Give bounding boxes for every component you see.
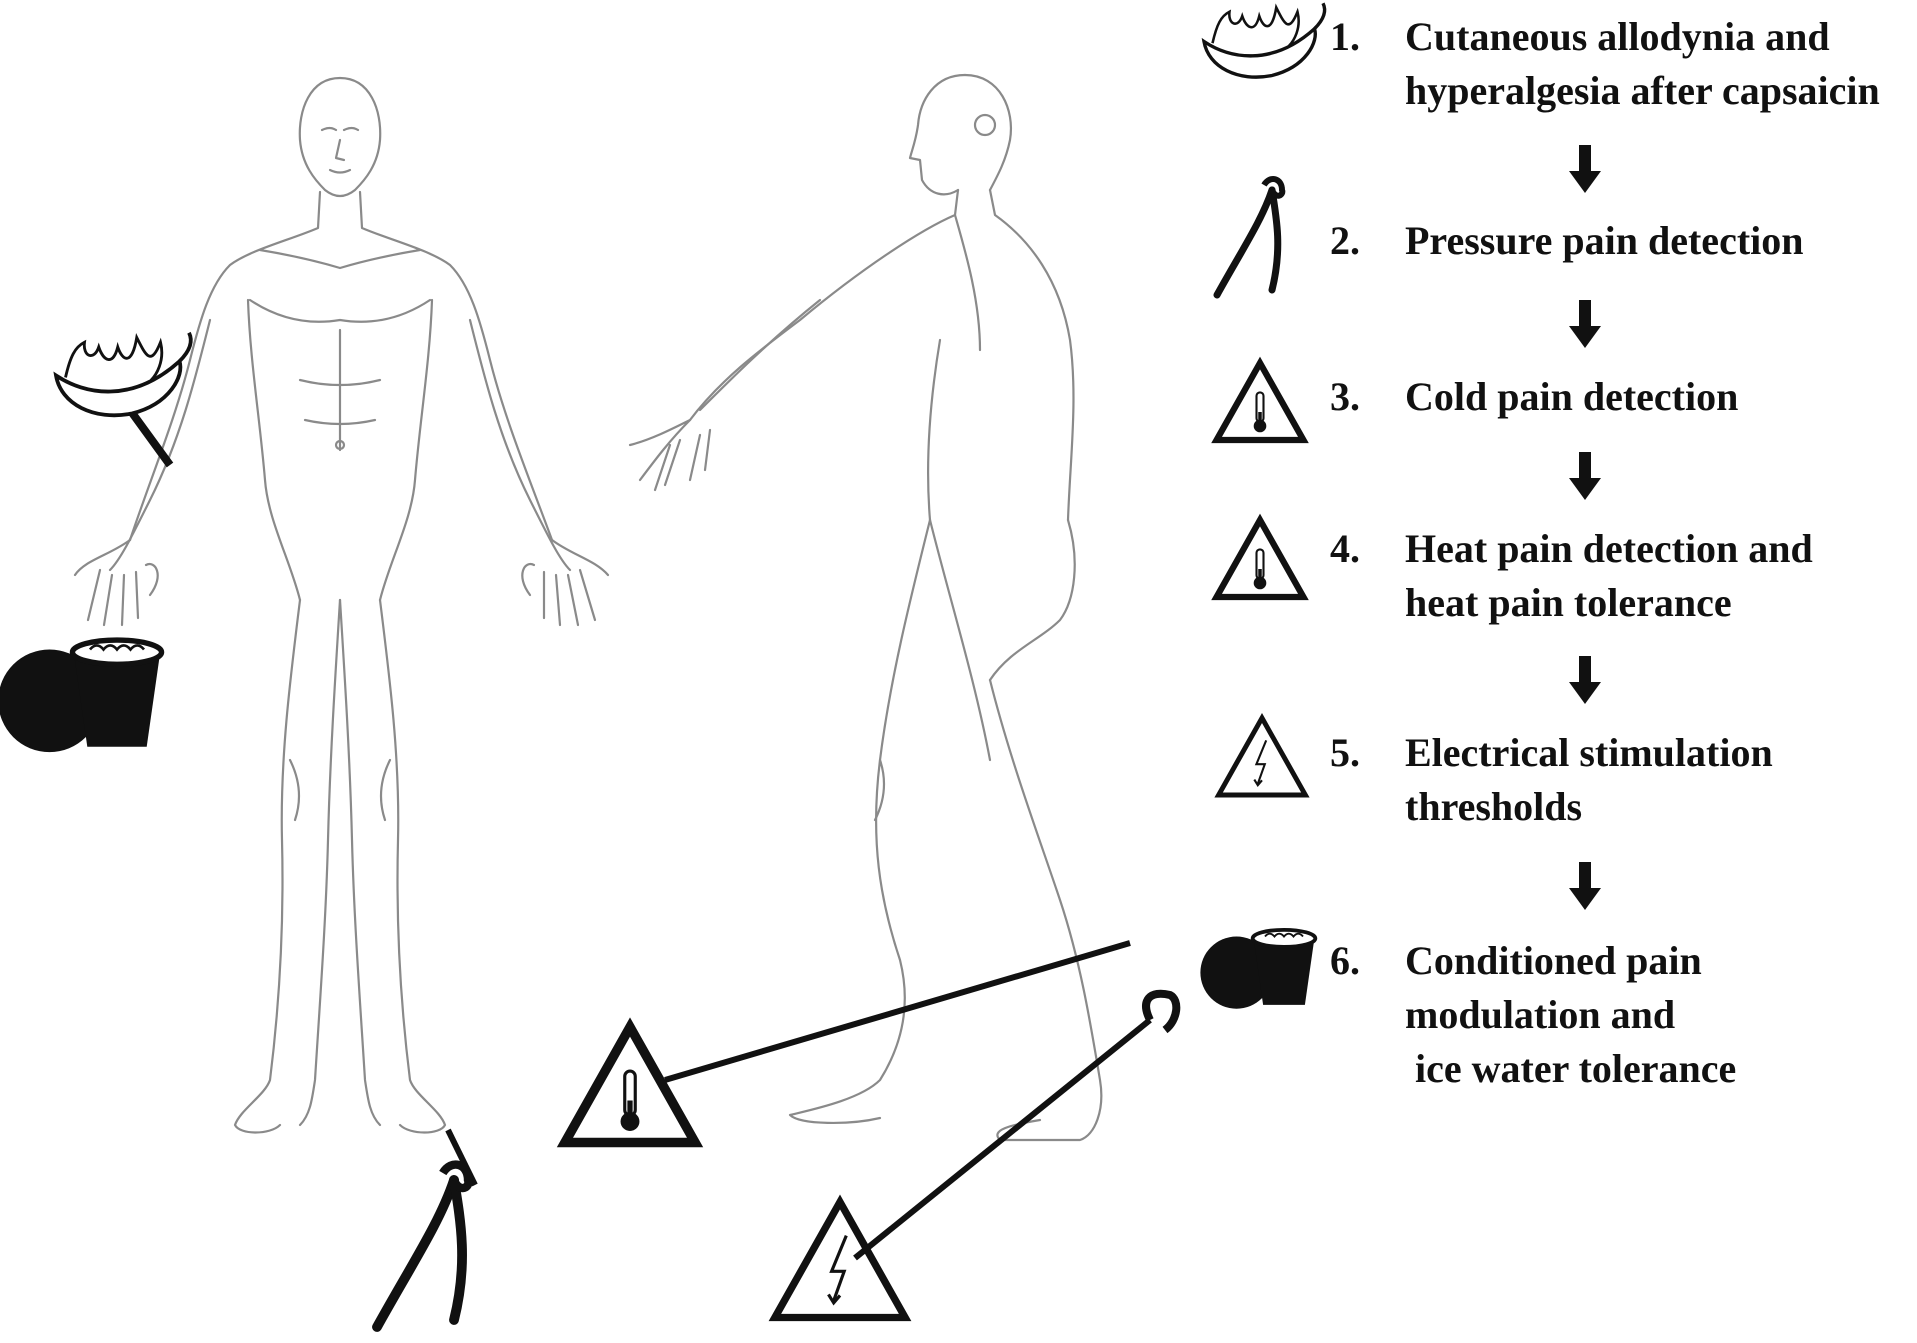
step-line: Pressure pain detection	[1405, 214, 1804, 268]
step-label: Cold pain detection	[1405, 370, 1738, 424]
chili-pepper-icon	[56, 333, 191, 416]
step-line: heat pain tolerance	[1405, 576, 1813, 630]
chili-pepper-icon	[1204, 3, 1325, 77]
step-line: thresholds	[1405, 780, 1773, 834]
step-line: ice water tolerance	[1405, 1042, 1736, 1096]
step-number: 5.	[1330, 726, 1360, 780]
electric-warning-icon	[775, 1202, 905, 1318]
step-line: Cutaneous allodynia and	[1405, 10, 1880, 64]
down-arrow-icon	[1569, 145, 1601, 193]
down-arrow-icon	[1569, 300, 1601, 348]
thermometer-warning-icon	[565, 1027, 695, 1143]
down-arrow-icon	[1569, 862, 1601, 910]
ice-bucket-icon	[0, 640, 162, 752]
front-body-figure	[75, 78, 608, 1133]
down-arrow-icon	[1569, 452, 1601, 500]
step-number: 2.	[1330, 214, 1360, 268]
step-label: Conditioned pain modulation and ice wate…	[1405, 934, 1736, 1096]
electric-connector-line	[855, 1020, 1150, 1258]
electrode-clip-icon	[1146, 994, 1176, 1030]
step-label: Heat pain detection and heat pain tolera…	[1405, 522, 1813, 630]
step-number: 1.	[1330, 10, 1360, 64]
step-number: 4.	[1330, 522, 1360, 576]
step-label: Pressure pain detection	[1405, 214, 1804, 268]
thermal-connector-line	[665, 943, 1130, 1080]
ice-bucket-icon	[1200, 930, 1315, 1009]
step-line: hyperalgesia after capsaicin	[1405, 64, 1880, 118]
step-number: 6.	[1330, 934, 1360, 988]
step-line: modulation and	[1405, 988, 1736, 1042]
step-line: Conditioned pain	[1405, 934, 1736, 988]
side-body-figure	[630, 75, 1101, 1140]
thermometer-warning-icon	[1217, 520, 1304, 597]
electric-warning-icon	[1219, 718, 1306, 795]
step-label: Cutaneous allodynia and hyperalgesia aft…	[1405, 10, 1880, 118]
down-arrow-icon	[1569, 656, 1601, 704]
step-number: 3.	[1330, 370, 1360, 424]
capsaicin-connector-line	[130, 410, 170, 465]
step-line: Heat pain detection and	[1405, 522, 1813, 576]
pressure-algometer-icon	[377, 1165, 468, 1327]
step-line: Cold pain detection	[1405, 370, 1738, 424]
step-line: Electrical stimulation	[1405, 726, 1773, 780]
step-label: Electrical stimulation thresholds	[1405, 726, 1773, 834]
thermometer-warning-icon	[1217, 363, 1304, 440]
pressure-algometer-icon	[1217, 179, 1282, 295]
